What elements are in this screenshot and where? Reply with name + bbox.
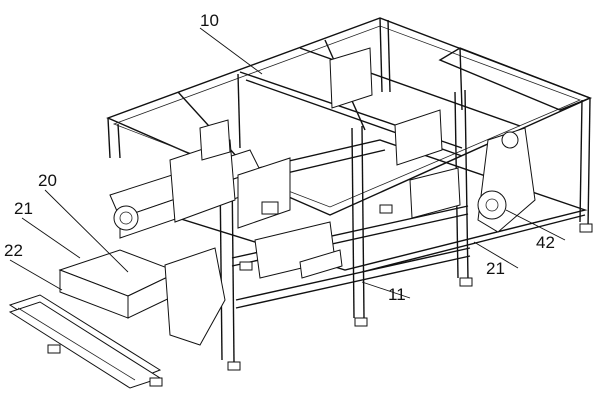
callout-labels: 10 20 21 22 11 21 42 bbox=[4, 11, 555, 304]
callout-22: 22 bbox=[4, 241, 23, 260]
callout-21-right: 21 bbox=[486, 259, 505, 278]
callout-leaders bbox=[9, 27, 566, 299]
callout-42: 42 bbox=[536, 233, 555, 252]
callout-21-left: 21 bbox=[14, 199, 33, 218]
conveyor-assembly bbox=[8, 47, 593, 389]
callout-10: 10 bbox=[200, 11, 219, 30]
callout-11: 11 bbox=[388, 285, 406, 304]
callout-20: 20 bbox=[38, 171, 57, 190]
